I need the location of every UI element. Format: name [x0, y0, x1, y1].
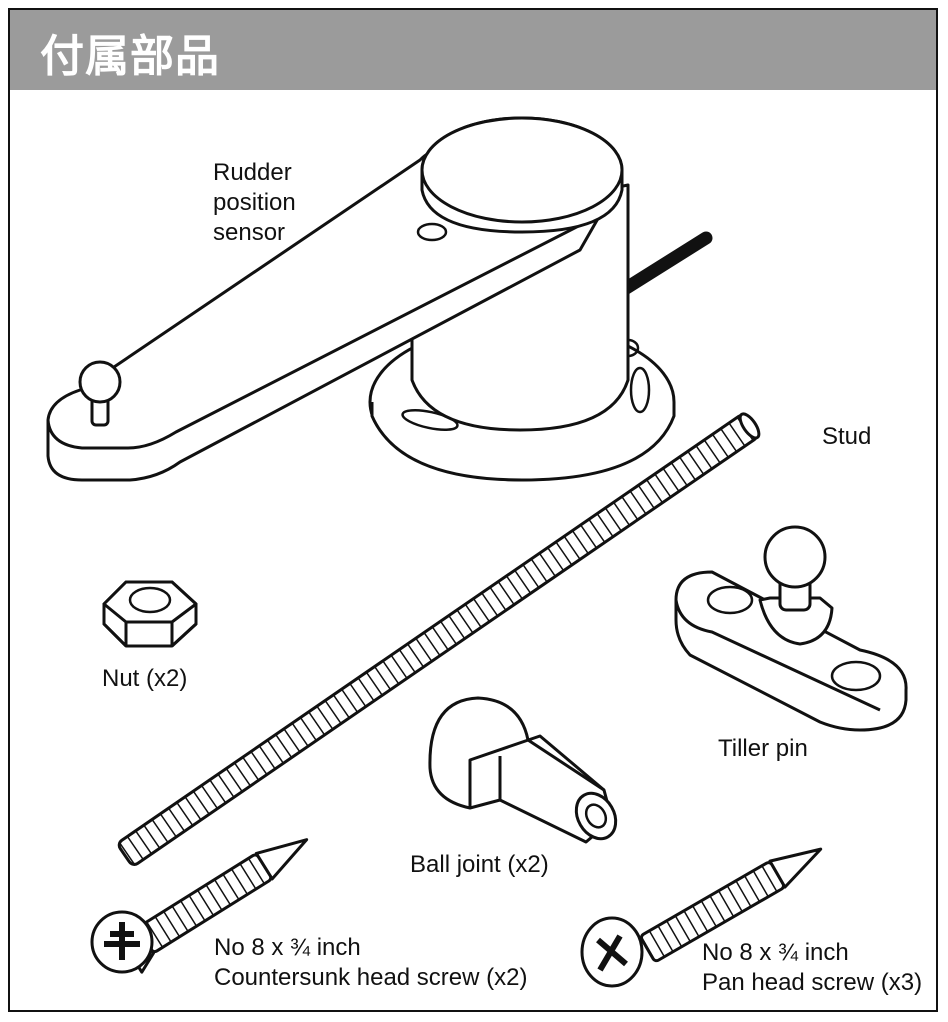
countersunk-screw-drawing [90, 838, 309, 974]
label-stud: Stud [822, 423, 872, 450]
label-rudder-sensor: Rudder position sensor [213, 158, 296, 248]
label-pan-line-2: Pan head screw (x3) [702, 969, 923, 996]
label-nut: Nut (x2) [102, 665, 188, 692]
sensor-arm [46, 148, 602, 482]
label-countersunk-line-1: No 8 x ¾ inch [214, 934, 361, 961]
tiller-pin-drawing [674, 525, 908, 732]
label-pan-line-1: No 8 x ¾ inch [702, 939, 849, 966]
label-rudder-line-1: Rudder [213, 159, 292, 186]
rudder-sensor-drawing [46, 116, 713, 482]
label-rudder-line-3: sensor [213, 219, 286, 246]
label-tiller-pin: Tiller pin [718, 735, 808, 762]
pan-head-screw-drawing [580, 847, 823, 988]
page-title: 付属部品 [40, 31, 220, 82]
label-ball-joint: Ball joint (x2) [410, 851, 549, 878]
ball-joint-drawing [428, 696, 618, 844]
sensor-cable [613, 231, 713, 299]
label-rudder-line-2: position [213, 189, 296, 216]
label-pan-head-screw: No 8 x ¾ inch Pan head screw (x3) [702, 938, 922, 998]
sensor-ball-stud [78, 360, 122, 404]
label-countersunk-screw: No 8 x ¾ inch Countersunk head screw (x2… [214, 933, 527, 993]
stud-drawing [117, 412, 761, 866]
label-countersunk-line-2: Countersunk head screw (x2) [214, 964, 528, 991]
header-bar: 付属部品 [10, 10, 936, 90]
nut-drawing [102, 580, 198, 648]
tiller-ball [763, 525, 827, 589]
